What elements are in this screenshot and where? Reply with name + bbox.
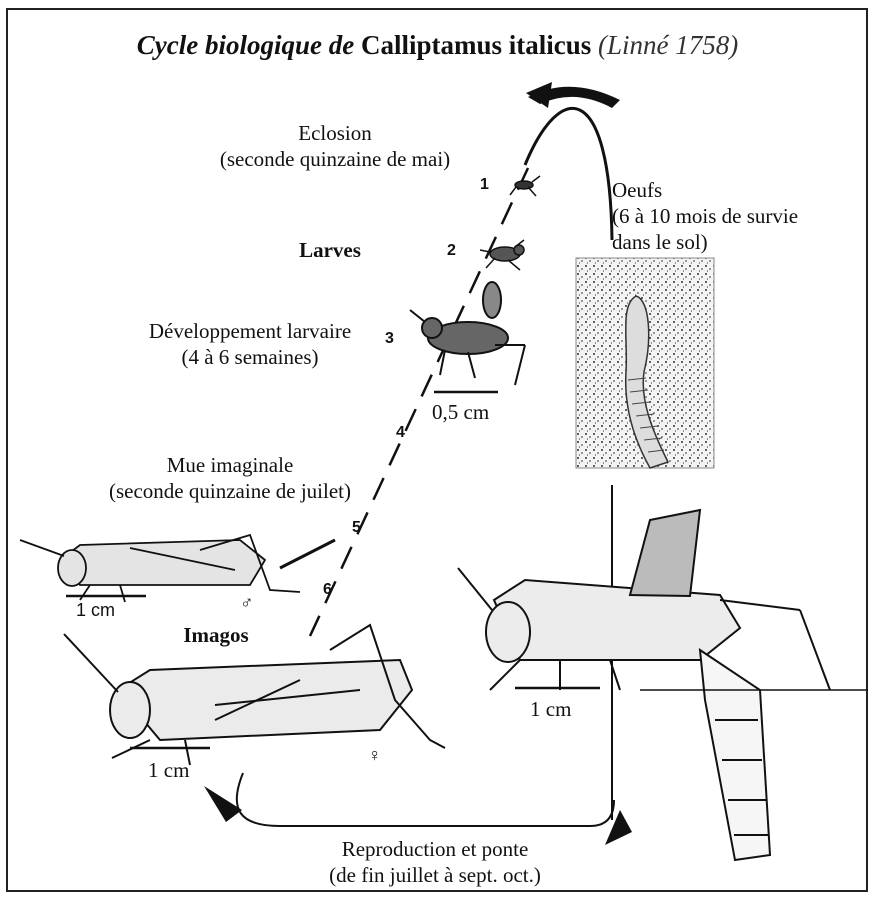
moult-label: Mue imaginale (seconde quinzaine de juil… bbox=[80, 452, 380, 504]
moult-line-1: Mue imaginale bbox=[80, 452, 380, 478]
adults-label: Imagos bbox=[166, 622, 266, 648]
larvae-label: Larves bbox=[270, 237, 390, 263]
male-adult bbox=[20, 535, 335, 602]
reproduction-line-2: (de fin juillet à sept. oct.) bbox=[270, 862, 600, 888]
stage-number-4: 4 bbox=[396, 424, 405, 442]
eclosion-line-2: (seconde quinzaine de mai) bbox=[170, 146, 500, 172]
reproduction-line-1: Reproduction et ponte bbox=[270, 836, 600, 862]
eggs-label: Oeufs (6 à 10 mois de survie dans le sol… bbox=[612, 177, 798, 255]
eclosion-label: Eclosion (seconde quinzaine de mai) bbox=[170, 120, 500, 172]
eclosion-line-1: Eclosion bbox=[170, 120, 500, 146]
laying-scale-label: 1 cm bbox=[530, 697, 571, 722]
larva-scale-label: 0,5 cm bbox=[432, 400, 489, 425]
male-scale-label: 1 cm bbox=[76, 600, 115, 621]
stage-number-1: 1 bbox=[480, 176, 489, 194]
stage-number-5: 5 bbox=[352, 519, 361, 537]
larva-stage-1 bbox=[510, 176, 540, 196]
male-symbol: ♂ bbox=[240, 592, 254, 613]
female-scale-label: 1 cm bbox=[148, 758, 189, 783]
eggs-line-2: (6 à 10 mois de survie bbox=[612, 203, 798, 229]
top-arrow-head bbox=[526, 82, 552, 108]
female-symbol: ♀ bbox=[368, 745, 382, 766]
reproduction-label: Reproduction et ponte (de fin juillet à … bbox=[270, 836, 600, 888]
laying-female bbox=[458, 510, 830, 860]
development-line-1: Développement larvaire bbox=[100, 318, 400, 344]
development-line-2: (4 à 6 semaines) bbox=[100, 344, 400, 370]
hatch-arc bbox=[525, 108, 612, 240]
stage-number-2: 2 bbox=[447, 242, 456, 260]
stage-number-3: 3 bbox=[385, 330, 394, 348]
eggs-line-3: dans le sol) bbox=[612, 229, 798, 255]
right-up-arrow bbox=[605, 810, 632, 845]
moult-line-2: (seconde quinzaine de juilet) bbox=[80, 478, 380, 504]
larva-stage-3 bbox=[410, 282, 525, 385]
repro-curve bbox=[237, 773, 614, 826]
development-label: Développement larvaire (4 à 6 semaines) bbox=[100, 318, 400, 370]
eggs-line-1: Oeufs bbox=[612, 177, 798, 203]
stage-number-6: 6 bbox=[323, 581, 332, 599]
